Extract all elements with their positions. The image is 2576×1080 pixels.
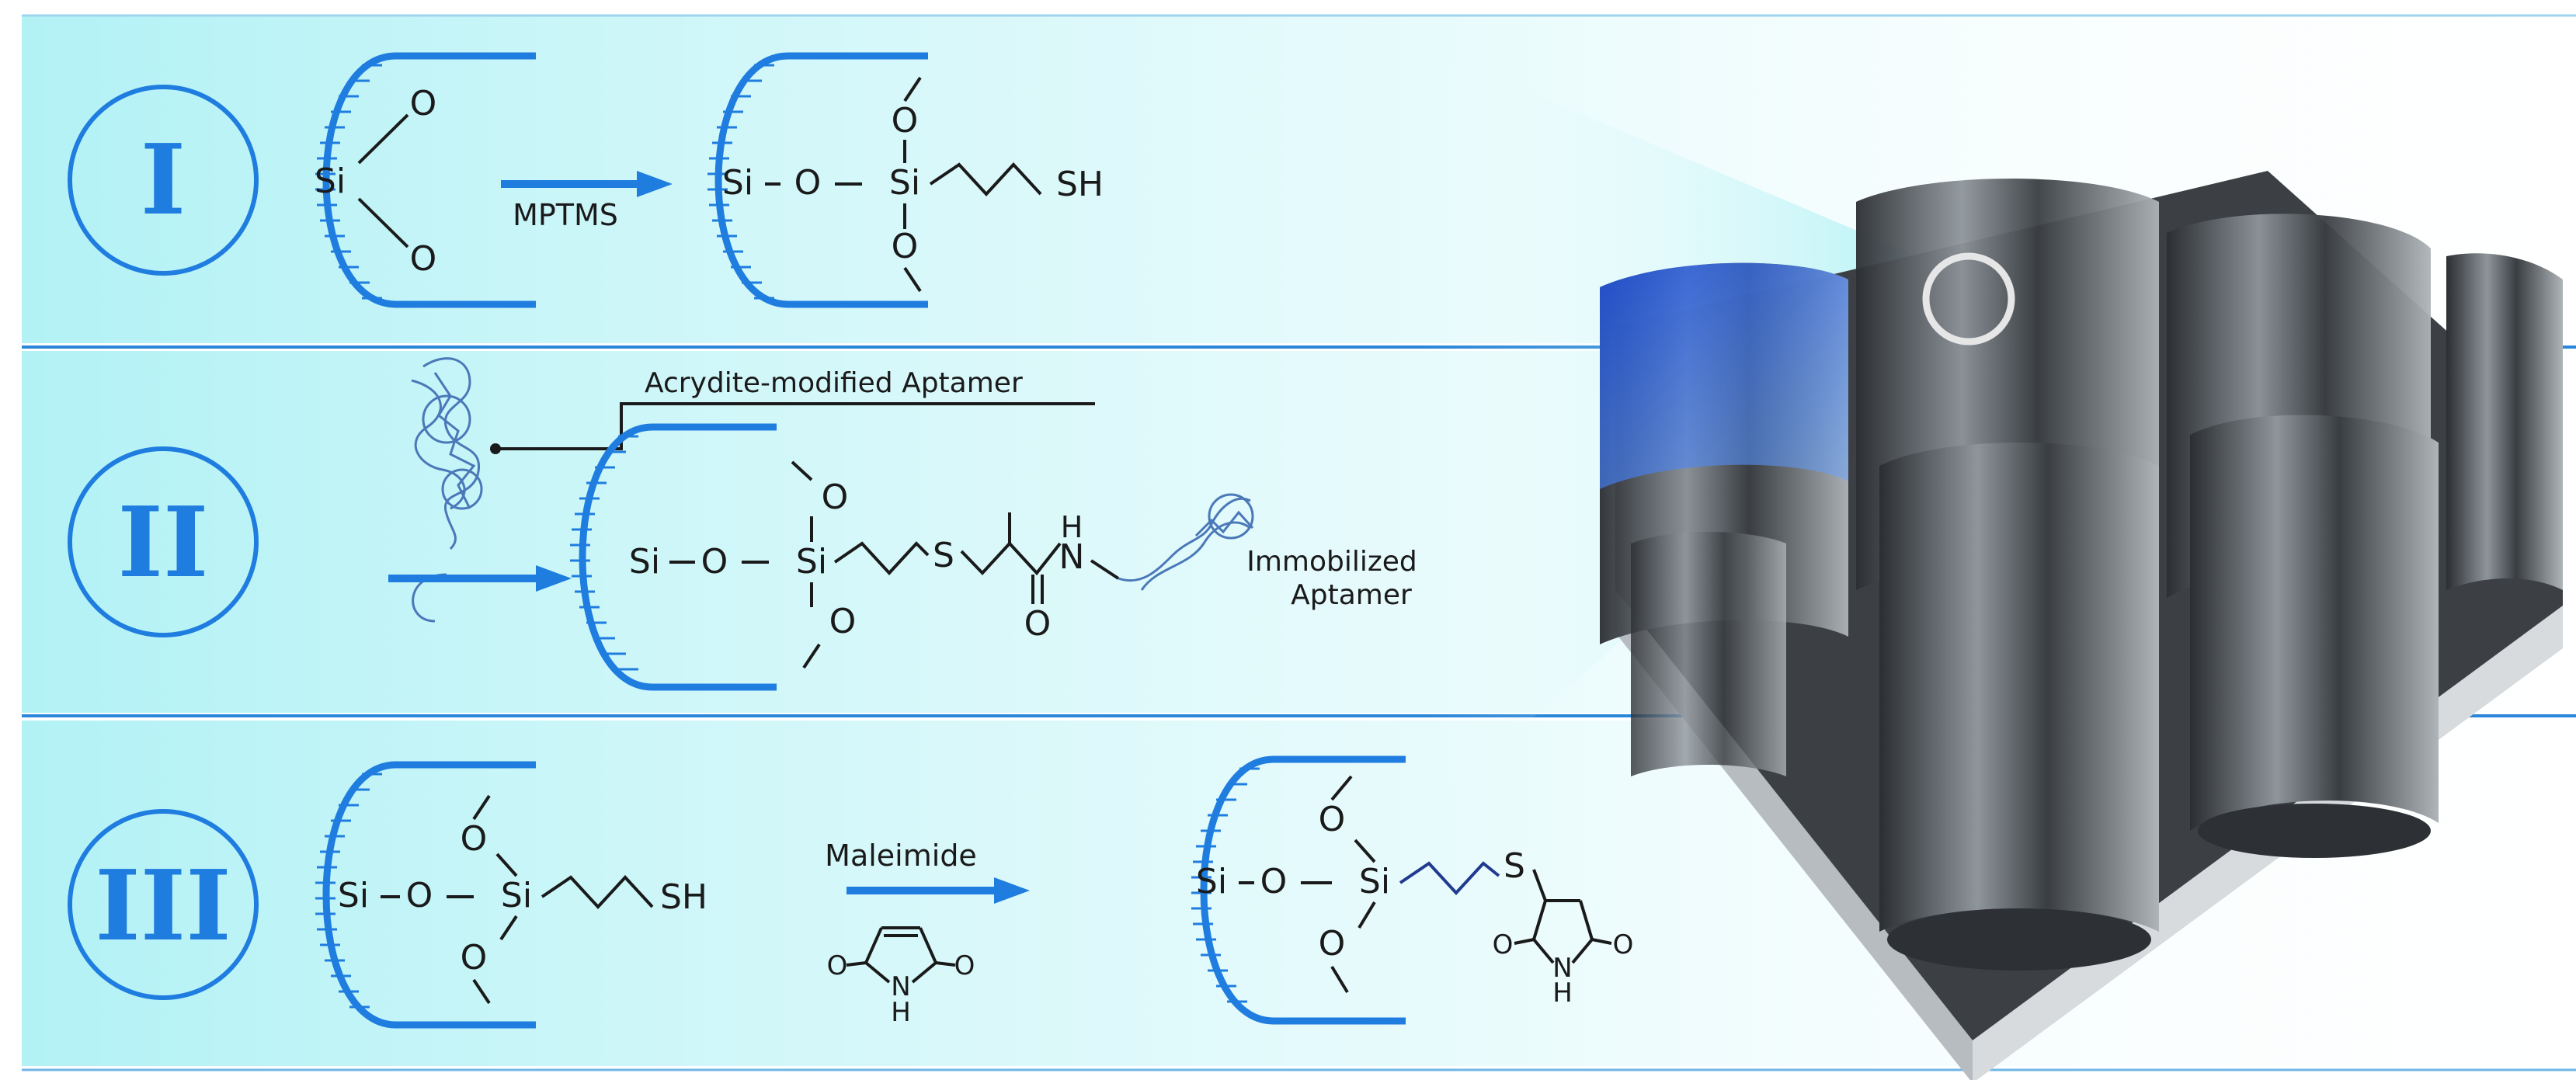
panel-2-propyl-chain: [833, 541, 930, 575]
bond: [472, 978, 491, 1005]
pore-walls: [1600, 179, 2563, 932]
panel-1-reagent: MPTMS: [513, 198, 618, 232]
panel-3-start-oxygen-bridge: O: [406, 876, 433, 915]
bond: [1330, 775, 1353, 801]
maleimide-nitrogen: N: [891, 971, 910, 1002]
panel-1: I Si O O MPTMS Si O Si O O: [68, 52, 1104, 308]
nanostructure-device: [1600, 171, 2563, 1080]
panel-3-start-si-surface: Si: [338, 876, 369, 915]
panel-2-si-surface: Si: [629, 542, 660, 582]
panel-1-product-oxygen-bridge: O: [794, 163, 822, 203]
panel-3-product-surface: [1191, 755, 1406, 1025]
bond: [499, 915, 518, 941]
panel-3-product-oxygen-top: O: [1319, 800, 1346, 839]
panel-2-oxygen-top: O: [822, 477, 849, 517]
aptamer-tether: [497, 402, 1095, 450]
bond: [495, 853, 518, 877]
panel-3-start-oxygen-top: O: [461, 819, 488, 859]
panel-3-product-propyl-chain: [1399, 861, 1500, 895]
panel-2-numeral: II: [118, 486, 209, 599]
bond: [903, 76, 922, 102]
panel-3-numeral-circle: [68, 809, 259, 1000]
panel-3-product-hydrogen: H: [1552, 978, 1573, 1009]
panel-3: III Si O Si O O SH Maleimide: [68, 755, 1634, 1029]
bond: [1330, 965, 1349, 994]
panel-3-reagent: Maleimide: [825, 839, 977, 873]
pore-floor: [2198, 804, 2431, 858]
bond: [1354, 839, 1376, 863]
panel-3-product-oxygen-right: O: [1613, 929, 1634, 960]
panel-2-si-center: Si: [796, 542, 827, 582]
panel-2-amide-hydrogen: H: [1061, 510, 1083, 544]
panel-1-product-si-surface: Si: [722, 163, 753, 203]
panel-1-arrow: [501, 171, 673, 197]
panel-2-oxygen-bridge: O: [701, 542, 728, 582]
acrydite-anchor-point: [490, 443, 501, 454]
panel-3-start-si-center: Si: [501, 876, 532, 915]
bond: [1358, 901, 1376, 929]
panel-3-product-oxygen-bottom: O: [1319, 924, 1346, 964]
panel-2-carbonyl-oxygen: O: [1024, 604, 1052, 644]
panel-3-product-oxygen-bridge: O: [1260, 862, 1288, 901]
maleimide-structure: [846, 926, 956, 984]
maleimide-oxygen-left: O: [827, 950, 848, 981]
panel-2-product-label-line-2: Aptamer: [1291, 579, 1412, 611]
panel-2: II Acrydite-modified Aptamer Si O Si: [68, 357, 1417, 691]
panel-1-numeral-circle: [68, 85, 259, 276]
panel-2-product-surface: [570, 423, 777, 691]
maleimide-oxygen-right: O: [954, 950, 975, 981]
panel-1-product-oxygen-top: O: [892, 101, 919, 141]
immobilized-aptamer-icon: [1118, 493, 1254, 591]
panel-3-product-si-surface: Si: [1196, 862, 1227, 901]
panel-2-numeral-circle: [68, 446, 259, 637]
bond: [802, 643, 821, 669]
bond: [791, 460, 813, 481]
succinimide-ring: [1514, 869, 1612, 964]
bond: [1090, 559, 1120, 580]
panel-1-start-surface: [315, 52, 536, 308]
panel-3-start-oxygen-bottom: O: [461, 938, 488, 978]
panel-1-thiol: SH: [1056, 165, 1104, 204]
highlight-circle: [1922, 252, 2015, 346]
panel-3-start-thiol: SH: [660, 877, 707, 917]
panel-1-product-oxygen-bottom: O: [892, 227, 919, 266]
panel-3-product-oxygen-left: O: [1493, 929, 1514, 960]
maleimide-hydrogen: H: [891, 997, 911, 1028]
panel-3-start-propyl-chain: [541, 875, 654, 909]
panel-1-start-si: Si: [315, 161, 346, 201]
panel-2-sulfur: S: [933, 536, 954, 575]
bond: [357, 197, 409, 248]
bond: [903, 266, 922, 293]
panel-3-product-nitrogen: N: [1552, 953, 1572, 984]
bond: [357, 113, 409, 165]
panel-3-product-sulfur: S: [1504, 846, 1525, 886]
panel-2-arrow: [388, 565, 572, 592]
panel-2-product-label-line-1: Immobilized: [1246, 546, 1417, 578]
panel-2-reagent-label: Acrydite-modified Aptamer: [645, 367, 1023, 399]
panel-2-amide-nitrogen: N: [1059, 537, 1085, 577]
panel-3-start-surface: [315, 761, 536, 1029]
panel-3-arrow: [846, 877, 1030, 904]
panel-1-product-si-center: Si: [889, 163, 920, 203]
panel-3-product-si-center: Si: [1359, 862, 1390, 901]
panel-1-numeral: I: [141, 123, 186, 237]
panel-1-product-surface: [707, 52, 928, 308]
panel-1-start-oxygen-bottom: O: [410, 239, 437, 279]
panel-1-propyl-chain: [929, 162, 1042, 196]
bond: [472, 794, 491, 821]
panel-3-numeral: III: [95, 849, 231, 963]
panel-2-oxygen-bottom: O: [829, 602, 857, 641]
panel-1-start-oxygen-top: O: [410, 84, 437, 123]
pore-floor: [1887, 908, 2151, 971]
